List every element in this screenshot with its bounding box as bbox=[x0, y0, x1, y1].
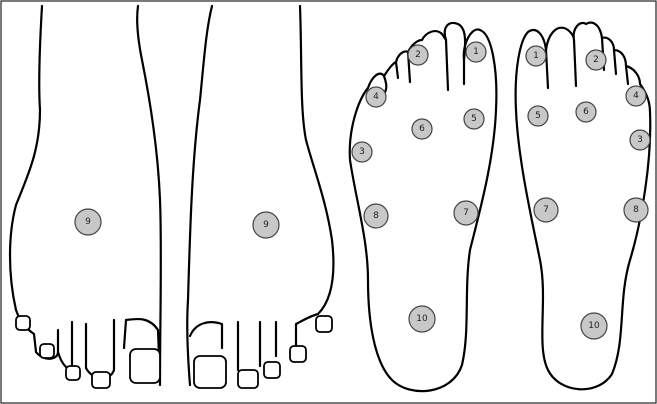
test-site-p-right-toe-1: 1 bbox=[526, 46, 546, 66]
dorsal-left-toe-nail bbox=[66, 366, 80, 380]
dorsal-left-toe-nail bbox=[92, 372, 110, 388]
test-site-label: 2 bbox=[415, 50, 421, 60]
test-site-label: 3 bbox=[359, 147, 365, 157]
test-site-label: 1 bbox=[473, 47, 479, 57]
test-site-label: 9 bbox=[85, 217, 91, 227]
test-site-p-right-mid-8: 8 bbox=[624, 198, 648, 222]
test-site-label: 8 bbox=[633, 205, 639, 215]
test-site-label: 4 bbox=[373, 92, 379, 102]
test-site-label: 8 bbox=[373, 211, 379, 221]
test-site-p-left-toe-2: 2 bbox=[408, 45, 428, 65]
test-site-p-left-toe-4: 4 bbox=[366, 87, 386, 107]
test-site-d-right-9: 9 bbox=[253, 212, 279, 238]
dorsal-left-big-toe-nail bbox=[130, 349, 160, 383]
test-site-p-left-meta-5: 5 bbox=[464, 109, 484, 129]
test-site-p-left-meta-3: 3 bbox=[352, 142, 372, 162]
test-site-p-left-heel-10: 10 bbox=[409, 306, 435, 332]
test-site-p-right-meta-5: 5 bbox=[528, 106, 548, 126]
test-site-d-left-9: 9 bbox=[75, 209, 101, 235]
dorsal-right-foot-outline bbox=[187, 6, 333, 385]
dorsal-right-toe-nail bbox=[238, 370, 258, 388]
dorsal-right-foot bbox=[187, 6, 333, 388]
test-site-label: 6 bbox=[583, 107, 589, 117]
dorsal-right-toe-nail bbox=[316, 316, 332, 332]
test-site-label: 1 bbox=[533, 51, 539, 61]
test-site-label: 5 bbox=[535, 111, 541, 121]
test-site-p-right-heel-10: 10 bbox=[581, 313, 607, 339]
test-site-label: 5 bbox=[471, 114, 477, 124]
test-site-label: 7 bbox=[543, 205, 549, 215]
test-site-p-right-meta-6: 6 bbox=[576, 102, 596, 122]
dorsal-right-toe-nail bbox=[290, 346, 306, 362]
test-site-label: 3 bbox=[637, 135, 643, 145]
test-site-label: 2 bbox=[593, 55, 599, 65]
dorsal-left-foot bbox=[10, 6, 161, 388]
test-site-p-left-meta-6: 6 bbox=[412, 119, 432, 139]
test-site-label: 9 bbox=[263, 220, 269, 230]
test-site-p-right-toe-4: 4 bbox=[626, 86, 646, 106]
dorsal-right-big-toe-nail bbox=[194, 356, 226, 388]
test-site-p-left-toe-1: 1 bbox=[466, 42, 486, 62]
test-site-p-left-mid-8: 8 bbox=[364, 204, 388, 228]
test-site-label: 10 bbox=[588, 321, 600, 331]
dorsal-left-toe-nail bbox=[40, 344, 54, 358]
test-site-label: 10 bbox=[416, 314, 428, 324]
test-site-p-left-mid-7: 7 bbox=[454, 201, 478, 225]
dorsal-left-foot-outline bbox=[10, 6, 161, 385]
test-site-label: 4 bbox=[633, 91, 639, 101]
dorsal-left-toe-nail bbox=[16, 316, 30, 330]
test-site-label: 7 bbox=[463, 208, 469, 218]
test-site-p-right-mid-7: 7 bbox=[534, 198, 558, 222]
dorsal-right-toe-nail bbox=[264, 362, 280, 378]
test-site-p-right-toe-2: 2 bbox=[586, 50, 606, 70]
test-site-p-right-meta-3: 3 bbox=[630, 130, 650, 150]
test-site-label: 6 bbox=[419, 124, 425, 134]
